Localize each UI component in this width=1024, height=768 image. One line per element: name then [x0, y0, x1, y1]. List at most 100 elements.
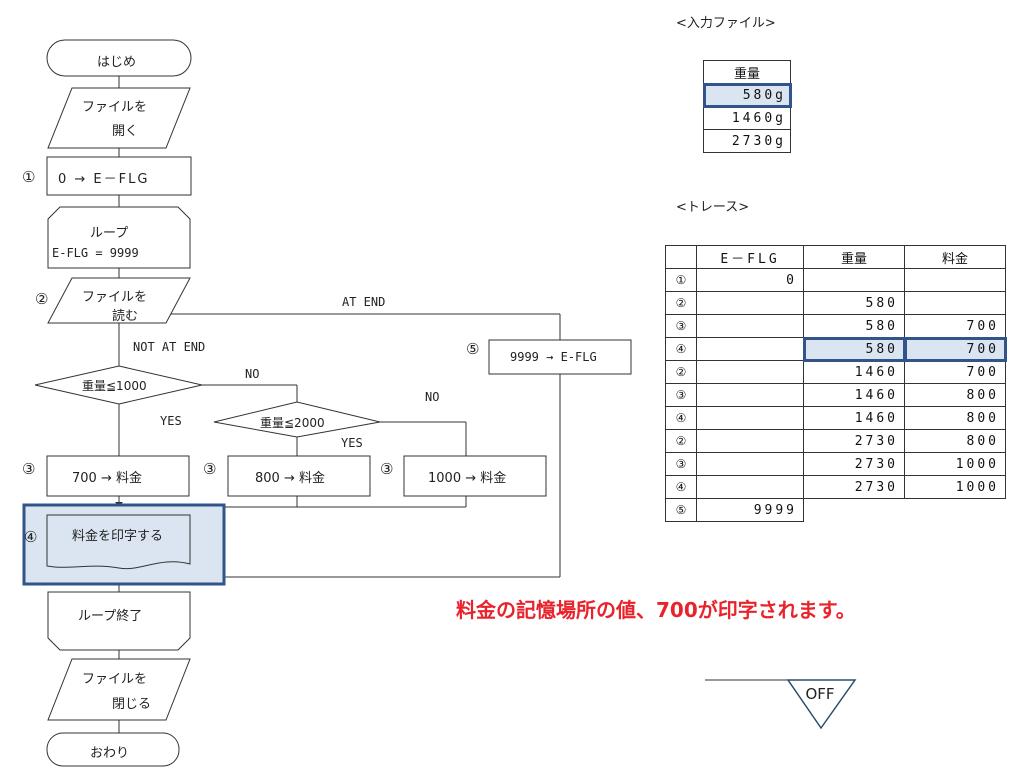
- trace-cell: 2730: [803, 429, 905, 453]
- trace-header-row: E－FLG 重量 料金: [665, 245, 1006, 269]
- trace-cell: 800: [904, 429, 1006, 453]
- assign-700-process: [46, 455, 190, 497]
- read-step-num: ②: [35, 290, 49, 308]
- trace-row: ② 580: [665, 291, 1006, 315]
- trace-cell: ①: [665, 268, 697, 292]
- condition-1-no: NO: [245, 367, 260, 381]
- trace-cell: ④: [665, 406, 697, 430]
- trace-cell: [696, 406, 804, 430]
- trace-cell: ④: [665, 475, 697, 499]
- trace-cell: 1460: [803, 406, 905, 430]
- loop-head-label-2: E-FLG = 9999: [52, 246, 139, 260]
- trace-cell: 700: [904, 314, 1006, 338]
- trace-cell: [803, 498, 905, 522]
- input-file-title: <入力ファイル>: [676, 16, 776, 31]
- assign-800-process: [227, 455, 371, 497]
- trace-cell: 700: [904, 360, 1006, 384]
- trace-cell: ②: [665, 429, 697, 453]
- at-end-label: AT END: [342, 295, 386, 309]
- open-file-label-1: ファイルを: [82, 100, 148, 115]
- off-connector: OFF: [705, 679, 857, 730]
- trace-cell: ②: [665, 360, 697, 384]
- trace-cell: [696, 475, 804, 499]
- assign-1000-label: 1000 → 料金: [428, 471, 507, 486]
- trace-cell: 0: [696, 268, 804, 292]
- not-at-end-label: NOT AT END: [133, 340, 206, 354]
- end-terminal: [46, 732, 180, 767]
- trace-cell: 800: [904, 406, 1006, 430]
- trace-cell: ⑤: [665, 498, 697, 522]
- trace-cell: ③: [665, 452, 697, 476]
- assign-step-num-3: ③: [380, 460, 394, 478]
- input-file-row: 1460g: [703, 106, 791, 130]
- loop-head-label-1: ループ: [90, 226, 129, 241]
- trace-header: 重量: [803, 245, 905, 269]
- trace-cell: [696, 383, 804, 407]
- trace-cell: [904, 291, 1006, 315]
- trace-cell: 580: [803, 291, 905, 315]
- trace-cell: [696, 360, 804, 384]
- input-file-header: 重量: [703, 60, 791, 84]
- trace-cell: [696, 429, 804, 453]
- result-message: 料金の記憶場所の値、700が印字されます。: [456, 598, 856, 622]
- trace-cell: 9999: [696, 498, 804, 522]
- start-label: はじめ: [97, 55, 137, 70]
- trace-cell: [696, 452, 804, 476]
- trace-cell: [904, 268, 1006, 292]
- trace-cell: 580: [803, 314, 905, 338]
- end-label: おわり: [90, 746, 130, 761]
- start-terminal: [46, 39, 192, 77]
- trace-cell: 1000: [904, 452, 1006, 476]
- trace-header: 料金: [904, 245, 1006, 269]
- init-label: 0 → E－FLG: [58, 172, 150, 187]
- condition-2-no: NO: [425, 390, 440, 404]
- open-file-label-2: 開く: [112, 124, 139, 139]
- trace-cell: [696, 337, 804, 361]
- read-label-1: ファイルを: [82, 290, 148, 305]
- set-step-num: ⑤: [466, 340, 480, 358]
- trace-header: E－FLG: [696, 245, 804, 269]
- close-file-shape: [47, 658, 191, 721]
- open-file-shape: [47, 87, 191, 149]
- init-process: [46, 156, 192, 196]
- input-file-table: 重量 580g 1460g 2730g: [702, 60, 792, 153]
- trace-cell: 2730: [803, 475, 905, 499]
- trace-cell: [803, 268, 905, 292]
- flowchart: [22, 39, 632, 767]
- assign-step-num-2: ③: [203, 460, 217, 478]
- condition-1-yes: YES: [160, 414, 182, 428]
- condition-1-diamond: [34, 365, 203, 405]
- print-step-num: ④: [24, 528, 38, 546]
- trace-header: [665, 245, 697, 269]
- read-label-2: 読む: [112, 309, 139, 324]
- condition-2-diamond: [213, 401, 381, 438]
- trace-cell: 1000: [904, 475, 1006, 499]
- condition-2-yes: YES: [341, 436, 363, 450]
- trace-cell-highlight: 700: [903, 336, 1007, 362]
- trace-cell: ③: [665, 383, 697, 407]
- trace-cell: ②: [665, 291, 697, 315]
- loop-end-shape: [47, 591, 191, 651]
- trace-cell: 1460: [803, 360, 905, 384]
- trace-cell: [696, 314, 804, 338]
- set-eflg-label: 9999 → E-FLG: [510, 350, 597, 364]
- input-file-row: 2730g: [703, 129, 791, 153]
- trace-cell: 800: [904, 383, 1006, 407]
- read-file-shape: [47, 277, 191, 324]
- assign-step-num-1: ③: [22, 460, 36, 478]
- condition-1-label: 重量≦1000: [82, 379, 147, 393]
- close-file-label-2: 閉じる: [112, 697, 152, 712]
- trace-cell: [905, 499, 1006, 522]
- print-label: 料金を印字する: [72, 529, 164, 544]
- loop-start-shape: [47, 206, 191, 269]
- trace-title: <トレース>: [676, 200, 750, 215]
